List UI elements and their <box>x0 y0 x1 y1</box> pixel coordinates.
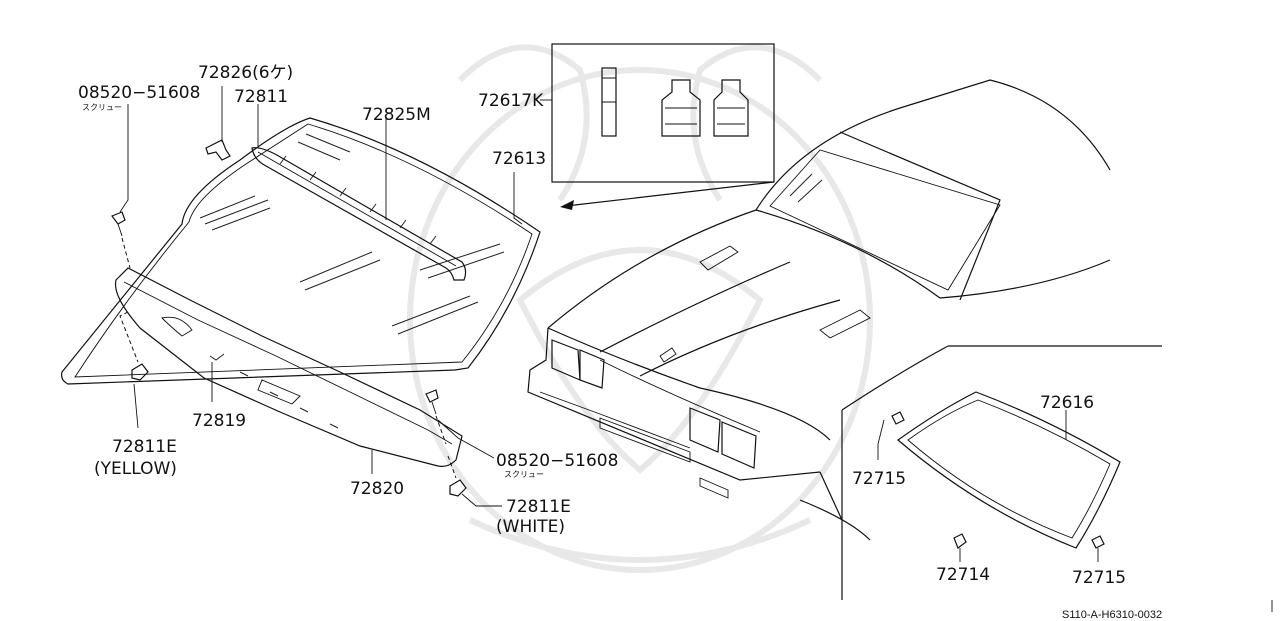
diagram-code: S110-A-H6310-0032 <box>1062 609 1162 621</box>
label-screw-left-sub: スクリュー <box>82 103 122 112</box>
clip-72714[interactable] <box>953 533 967 549</box>
clip-72715-top[interactable] <box>891 411 905 425</box>
label-white: (WHITE) <box>496 517 565 537</box>
label-72715-bottom: 72715 <box>1072 568 1126 588</box>
windshield-glass[interactable] <box>61 117 541 385</box>
label-72715-top: 72715 <box>852 469 906 489</box>
label-screw-left: 08520−51608 <box>78 83 200 103</box>
upper-molding-strip[interactable] <box>251 147 467 281</box>
rear-window-frame <box>841 345 1162 600</box>
connector-lines <box>119 237 457 479</box>
label-72811: 72811 <box>234 87 288 107</box>
rear-glass[interactable] <box>897 391 1121 549</box>
label-screw-right-sub: スクリュー <box>504 470 544 479</box>
label-72714: 72714 <box>936 565 990 585</box>
clip-yellow[interactable] <box>131 363 149 381</box>
label-72820: 72820 <box>350 479 404 499</box>
kit-leader-line <box>540 99 775 210</box>
clip-72826[interactable] <box>205 139 231 161</box>
label-72826: 72826(6ケ) <box>198 63 293 83</box>
label-72616: 72616 <box>1040 393 1094 413</box>
car-body <box>527 79 1111 541</box>
label-72811e-white: 72811E <box>506 497 571 517</box>
clip-72715-bottom[interactable] <box>1091 535 1105 549</box>
label-screw-right: 08520−51608 <box>496 451 618 471</box>
label-yellow: (YELLOW) <box>94 459 177 479</box>
watermark-emblem <box>407 44 873 573</box>
screw-right[interactable] <box>425 389 439 415</box>
label-72617k: 72617K <box>478 91 544 111</box>
label-72613: 72613 <box>492 149 546 169</box>
leader-lines <box>119 86 1099 562</box>
label-72819: 72819 <box>192 411 246 431</box>
repair-kit-box[interactable] <box>551 43 775 183</box>
label-72811e-yellow: 72811E <box>112 437 177 457</box>
label-72825m: 72825M <box>362 105 431 125</box>
clip-white[interactable] <box>449 479 467 497</box>
glass-reflection-hatch <box>199 133 505 335</box>
cowl-panel[interactable] <box>114 267 463 467</box>
screw-left[interactable] <box>111 211 126 237</box>
